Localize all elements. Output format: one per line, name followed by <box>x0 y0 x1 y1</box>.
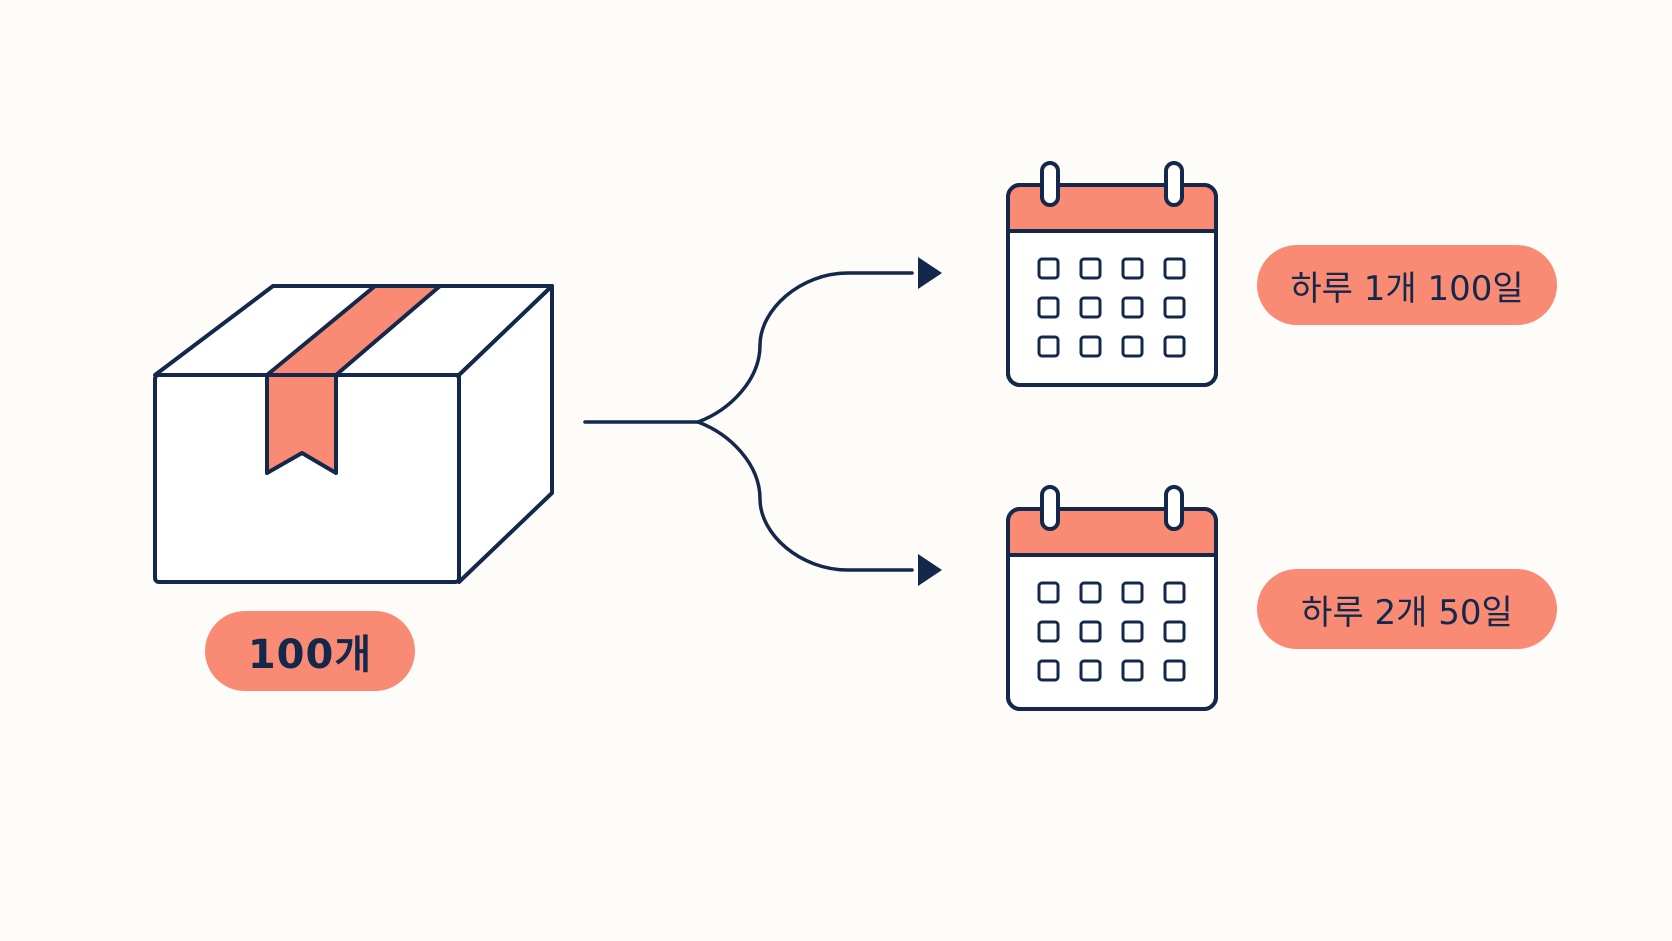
calendar-icon <box>1006 485 1218 711</box>
package-box-icon <box>153 284 554 584</box>
branch-upper <box>696 271 914 424</box>
arrowhead-upper-icon <box>918 257 942 289</box>
arrowhead-lower-icon <box>918 554 942 586</box>
box-tape-ribbon <box>265 373 338 475</box>
branch-lower <box>696 420 914 572</box>
box-side-face <box>457 284 554 584</box>
quantity-badge: 100개 <box>205 611 415 691</box>
outcome-label-one-per-day: 하루 1개 100일 <box>1257 245 1557 325</box>
outcome-label-two-per-day: 하루 2개 50일 <box>1257 569 1557 649</box>
calendar-icon <box>1006 161 1218 387</box>
branch-arrow <box>583 271 914 572</box>
